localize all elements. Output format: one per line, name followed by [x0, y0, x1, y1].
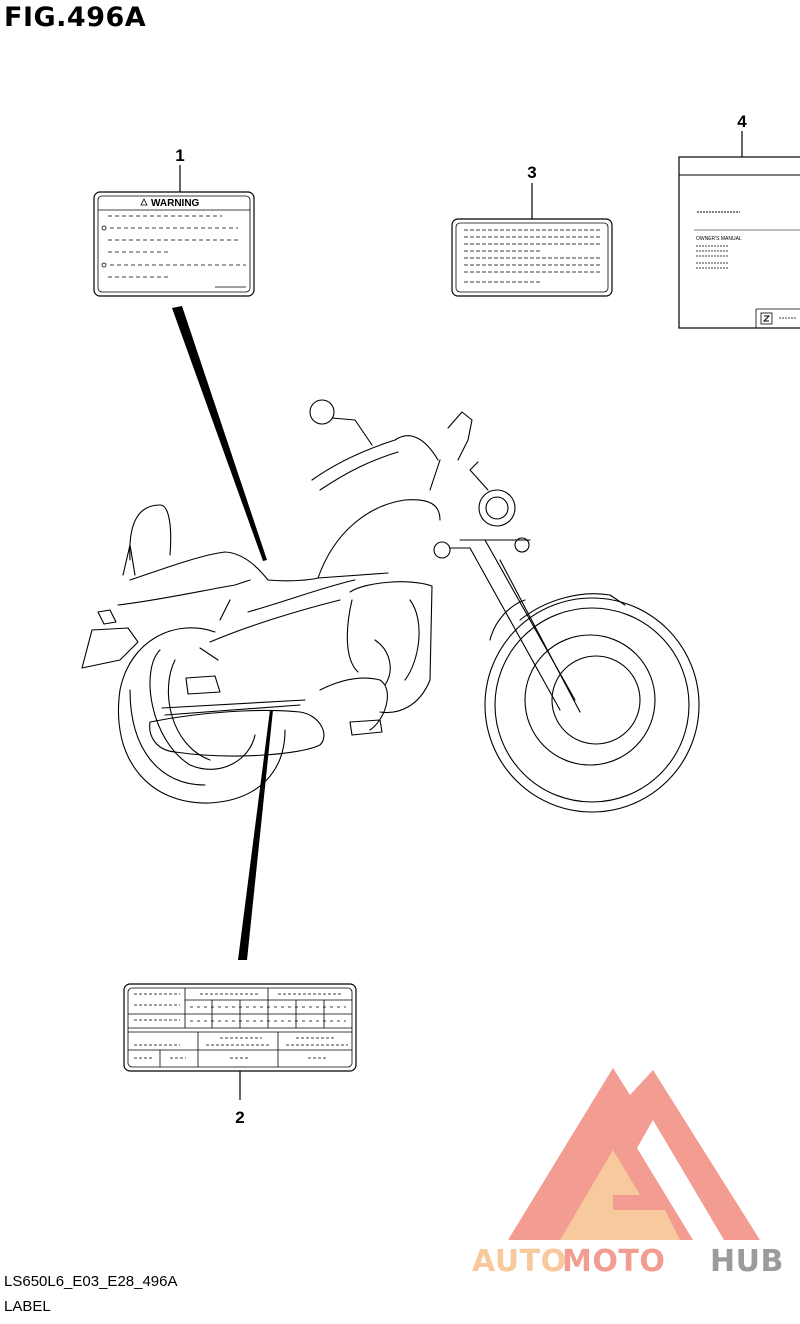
- manufacturer-logo-icon: [760, 312, 773, 325]
- leader-line-1: [172, 306, 267, 561]
- callout-number-2: 2: [235, 1108, 244, 1127]
- diagram-name: LABEL: [4, 1298, 51, 1315]
- callout-number-1: 1: [175, 146, 184, 165]
- leader-line-2: [238, 710, 273, 960]
- diagram-code: LS650L6_E03_E28_496A: [4, 1273, 178, 1290]
- motorcycle-drawing: [81, 399, 700, 813]
- watermark-text-hub: HUB: [710, 1244, 784, 1279]
- warning-heading: WARNING: [151, 198, 200, 209]
- watermark-text-auto: AUTO: [472, 1244, 567, 1279]
- info-label-part: 3: [451, 163, 613, 297]
- callout-number-4: 4: [737, 112, 747, 131]
- manual-title: OWNER'S MANUAL: [696, 236, 742, 242]
- watermark-text-moto: MOTO: [562, 1244, 665, 1279]
- owners-manual-part: 4 OWNER'S MANUAL: [678, 112, 800, 329]
- callout-number-3: 3: [527, 163, 536, 182]
- warning-label-part: 1 WARNING: [93, 146, 255, 297]
- figure-title: FIG.496A: [4, 2, 147, 33]
- warning-triangle-icon: [140, 198, 148, 206]
- spec-table-label-part: 2: [123, 983, 357, 1127]
- watermark-logo: AUTO MOTO HUB: [472, 1068, 784, 1279]
